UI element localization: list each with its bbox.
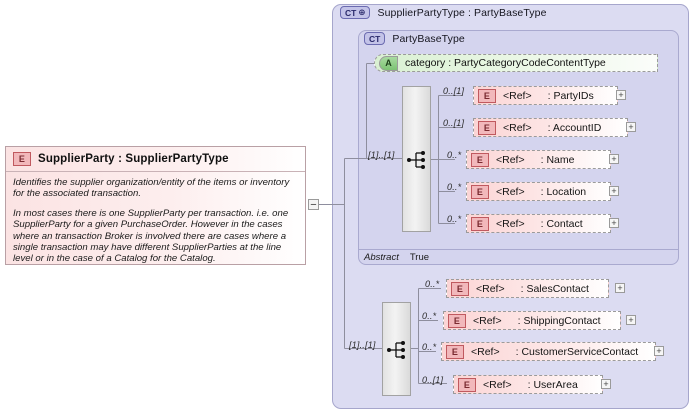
cardinality-salescontact: 0..* [425,279,440,289]
expand-button-shippingcontact[interactable]: + [626,315,636,325]
sequence-icon [387,341,405,359]
expand-button-name[interactable]: + [609,154,619,164]
attribute-category-row[interactable]: A category : PartyCategoryCodeContentTyp… [374,54,658,72]
complextype-badge-label: CT [345,7,357,18]
cardinality-name: 0..* [447,150,462,160]
ref-keyword: <Ref> [496,185,525,198]
complextype-supplierpartytype-header: CT⊕ SupplierPartyType : PartyBaseType [340,6,547,19]
element-ref-name[interactable]: E <Ref> : Name [466,150,611,169]
expand-button-location[interactable]: + [609,186,619,196]
element-name-accountid: : AccountID [547,121,602,134]
element-icon: E [13,152,31,166]
expand-button-contact[interactable]: + [609,218,619,228]
abstract-label: Abstract [364,251,399,263]
collapse-toggle-button[interactable]: − [308,199,319,210]
sequence-icon [407,151,425,169]
cardinality-lower-sequence: [1]..[1] [349,340,376,350]
cardinality-shippingcontact: 0..* [422,311,437,321]
complextype-icon[interactable]: CT [364,32,386,45]
element-name-customerservicecontact: : CustomerServiceContact [515,345,639,358]
element-icon: E [458,377,476,392]
ref-keyword: <Ref> [503,89,532,102]
ref-keyword: <Ref> [503,121,532,134]
element-name-shippingcontact: : ShippingContact [517,314,601,327]
element-ref-location[interactable]: E <Ref> : Location [466,182,611,201]
expand-button-accountid[interactable]: + [626,122,636,132]
element-name-userarea: : UserArea [527,378,578,391]
expand-button-partyids[interactable]: + [616,90,626,100]
ref-keyword: <Ref> [476,282,505,295]
element-card-header: E SupplierParty : SupplierPartyType [6,147,305,172]
element-ref-partyids[interactable]: E <Ref> : PartyIDs [473,86,618,105]
element-ref-accountid[interactable]: E <Ref> : AccountID [473,118,628,137]
expand-button-salescontact[interactable]: + [615,283,625,293]
documentation-paragraph-2: In most cases there is one SupplierParty… [13,207,289,265]
cardinality-upper-sequence: [1]..[1] [368,150,395,160]
sequence-compositor-lower[interactable] [382,302,411,396]
connector-card-to-type [319,204,336,205]
element-card-supplierparty[interactable]: E SupplierParty : SupplierPartyType Iden… [5,146,306,265]
complextype-supplierpartytype-label: SupplierPartyType : PartyBaseType [377,6,547,19]
element-name-name: : Name [540,153,575,166]
element-card-documentation: Identifies the supplier organization/ent… [6,172,305,265]
element-icon: E [478,120,496,135]
abstract-property-row: Abstract True [359,249,678,264]
cardinality-partyids: 0..[1] [443,86,465,96]
element-ref-contact[interactable]: E <Ref> : Contact [466,214,611,233]
element-ref-shippingcontact[interactable]: E <Ref> : ShippingContact [443,311,621,330]
cardinality-customerservicecontact: 0..* [422,342,437,352]
complextype-icon[interactable]: CT⊕ [340,6,371,19]
expand-plus-icon: ⊕ [358,7,366,17]
element-name-salescontact: : SalesContact [520,282,589,295]
attribute-category-label: category : PartyCategoryCodeContentType [405,57,606,69]
element-card-title: SupplierParty : SupplierPartyType [38,153,229,165]
element-ref-customerservicecontact[interactable]: E <Ref> : CustomerServiceContact [441,342,656,361]
element-icon: E [471,184,489,199]
cardinality-location: 0..* [447,182,462,192]
element-name-location: : Location [540,185,587,198]
ref-keyword: <Ref> [483,378,512,391]
complextype-partybasetype-label: PartyBaseType [392,32,465,45]
abstract-value: True [409,251,430,263]
cardinality-userarea: 0..[1] [422,375,444,385]
cardinality-contact: 0..* [447,214,462,224]
element-name-contact: : Contact [540,217,583,230]
element-icon: E [446,344,464,359]
element-icon: E [478,88,496,103]
ref-keyword: <Ref> [496,217,525,230]
element-icon: E [448,313,466,328]
element-icon: E [451,281,469,296]
element-icon: E [471,152,489,167]
attribute-icon: A [379,55,398,71]
expand-button-userarea[interactable]: + [601,379,611,389]
sequence-compositor-upper[interactable] [402,86,431,232]
element-ref-userarea[interactable]: E <Ref> : UserArea [453,375,603,394]
documentation-paragraph-1: Identifies the supplier organization/ent… [13,177,290,200]
element-icon: E [471,216,489,231]
element-ref-salescontact[interactable]: E <Ref> : SalesContact [446,279,609,298]
complextype-partybasetype-header: CT PartyBaseType [364,32,465,45]
complextype-badge-label: CT [369,33,381,44]
ref-keyword: <Ref> [473,314,502,327]
element-name-partyids: : PartyIDs [547,89,594,102]
expand-button-customerservicecontact[interactable]: + [654,346,664,356]
ref-keyword: <Ref> [471,345,500,358]
cardinality-accountid: 0..[1] [443,118,465,128]
ref-keyword: <Ref> [496,153,525,166]
